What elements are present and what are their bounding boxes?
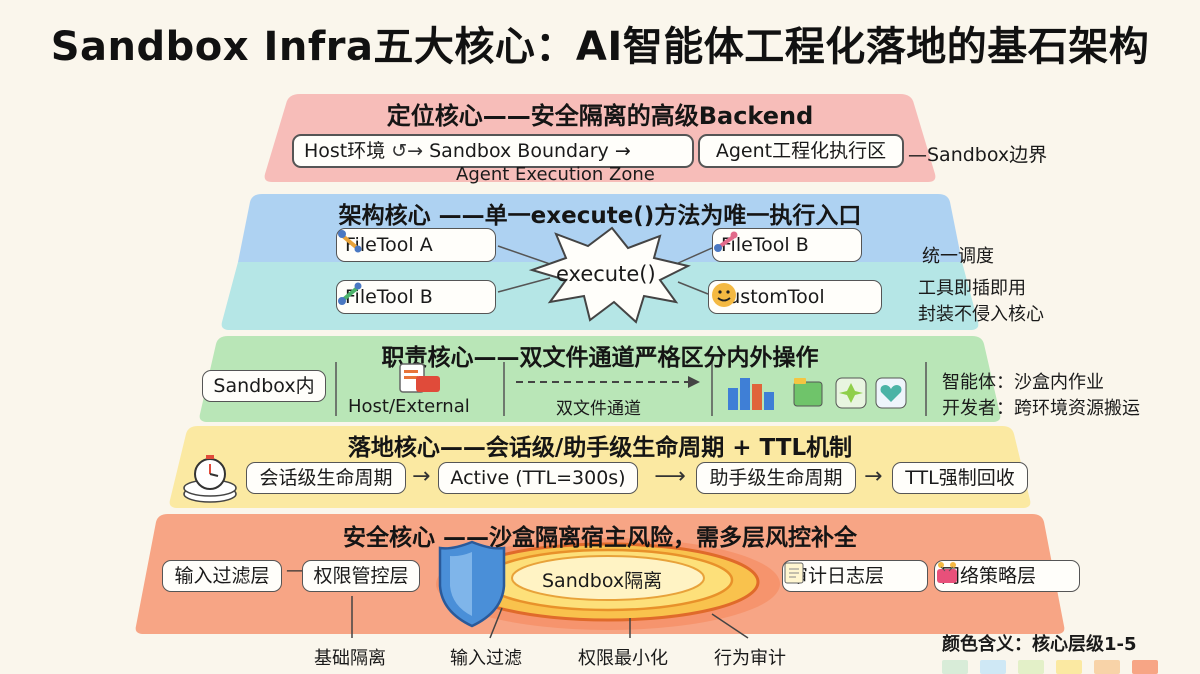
filetool-a-box: FileTool A xyxy=(336,228,496,262)
smiley-icon xyxy=(712,283,736,307)
tier-architecture-heading: 架构核心 ——单一execute()方法为唯一执行入口 xyxy=(338,203,862,229)
sparkle-icon xyxy=(835,377,867,409)
legend-swatch xyxy=(1056,660,1082,674)
session-lifecycle-box: 会话级生命周期 xyxy=(246,462,406,494)
dual-file-channel-label: 双文件通道 xyxy=(556,399,641,419)
note-developer-transfer: 开发者：跨环境资源搬运 xyxy=(942,398,1140,419)
tier-landing-heading: 落地核心——会话级/助手级生命周期 + TTL机制 xyxy=(347,435,853,461)
tier-security: 安全核心 ——沙盒隔离宿主风险，需多层风控补全 输入过滤层 — 权限管控层 Sa… xyxy=(0,510,1200,674)
arrow-icon: → xyxy=(412,464,431,489)
input-filter-label: 输入过滤 xyxy=(450,648,522,669)
tier-responsibility-heading: 职责核心——双文件通道严格区分内外操作 xyxy=(381,345,819,371)
filetool-b-left-box: FileTool B xyxy=(336,280,496,314)
legend-label: 颜色含义：核心层级1-5 xyxy=(942,634,1137,655)
file-channel-icons xyxy=(728,377,907,410)
sandbox-isolation-label: Sandbox隔离 xyxy=(542,570,663,592)
wrench-icon xyxy=(714,231,738,252)
filetool-b-right-box: FileTool B xyxy=(712,228,862,262)
network-policy-layer-box: 网络策略层 xyxy=(934,560,1080,592)
filetool-b-right-label: FileTool B xyxy=(721,233,809,256)
customtool-label: CustomTool xyxy=(715,285,825,308)
ttl-reclaim-box: TTL强制回收 xyxy=(892,462,1028,494)
cycle-arrow-icon: ↺→ xyxy=(391,139,424,162)
host-external-label: Host/External xyxy=(348,396,470,417)
agent-exec-zone-box: Agent工程化执行区 xyxy=(698,134,904,168)
heart-photo-icon xyxy=(875,377,907,409)
customtool-box: CustomTool xyxy=(708,280,882,314)
least-privilege-label: 权限最小化 xyxy=(578,648,668,669)
active-ttl-box: Active (TTL=300s) xyxy=(438,462,638,494)
filetool-b-left-label: FileTool B xyxy=(345,285,433,308)
network-icon xyxy=(937,562,957,583)
tier-architecture: 架构核心 ——单一execute()方法为唯一执行入口 FileTool A F… xyxy=(0,190,1200,330)
permission-control-layer-box: 权限管控层 xyxy=(302,560,420,592)
input-filter-layer-box: 输入过滤层 xyxy=(162,560,282,592)
notepad-icon xyxy=(784,562,804,584)
note-agent-in-sandbox: 智能体：沙盒内作业 xyxy=(942,372,1104,393)
legend-swatch xyxy=(1018,660,1044,674)
host-boundary-box: Host环境 ↺→ Sandbox Boundary → xyxy=(292,134,694,168)
tier-landing: 落地核心——会话级/助手级生命周期 + TTL机制 会话级生命周期 → Acti… xyxy=(0,424,1200,508)
page-title: Sandbox Infra五大核心：AI智能体工程化落地的基石架构 xyxy=(50,24,1150,70)
arrow-icon: ⟶ xyxy=(654,464,686,489)
tier-positioning: 定位核心——安全隔离的高级Backend Host环境 ↺→ Sandbox B… xyxy=(0,88,1200,186)
legend-swatch xyxy=(980,660,1006,674)
legend-swatch xyxy=(1132,660,1158,674)
tier-security-heading: 安全核心 ——沙盒隔离宿主风险，需多层风控补全 xyxy=(342,525,857,551)
basic-isolation-label: 基础隔离 xyxy=(314,648,386,669)
legend-swatch xyxy=(1094,660,1120,674)
bar-chart-icon xyxy=(728,378,774,410)
network-policy-label: 网络策略层 xyxy=(941,564,1037,587)
boundary-label: Sandbox Boundary → xyxy=(429,139,631,162)
note-non-invasive: 封装不侵入核心 xyxy=(918,304,1044,325)
wrench-icon xyxy=(338,230,362,253)
execute-starburst xyxy=(528,226,691,324)
stopwatch-icon xyxy=(183,455,237,503)
legend-swatch xyxy=(942,660,968,674)
arrow-icon: → xyxy=(864,464,883,489)
behavior-audit-label: 行为审计 xyxy=(714,648,786,669)
connector-dash: — xyxy=(286,560,304,581)
note-unified-dispatch: 统一调度 xyxy=(922,246,994,267)
agent-zone-en-label: Agent Execution Zone xyxy=(456,164,655,185)
audit-log-label: 审计日志层 xyxy=(789,564,885,587)
host-env-label: Host环境 xyxy=(304,139,386,162)
assistant-lifecycle-box: 助手级生命周期 xyxy=(696,462,856,494)
note-plug-and-play: 工具即插即用 xyxy=(918,278,1026,299)
host-files-icon xyxy=(399,363,440,393)
sandbox-in-box: Sandbox内 xyxy=(202,370,326,402)
audit-log-layer-box: 审计日志层 xyxy=(782,560,928,592)
sandbox-boundary-note: —Sandbox边界 xyxy=(908,144,1048,166)
tier-security-band xyxy=(135,514,1065,639)
tier-positioning-heading: 定位核心——安全隔离的高级Backend xyxy=(386,102,814,130)
wrench-icon xyxy=(338,282,362,305)
tier-responsibility: 职责核心——双文件通道严格区分内外操作 Sandbox内 Host/Extern… xyxy=(0,334,1200,422)
folder-icon xyxy=(793,378,823,407)
execute-label: execute() xyxy=(556,262,656,286)
filetool-a-label: FileTool A xyxy=(345,233,433,256)
